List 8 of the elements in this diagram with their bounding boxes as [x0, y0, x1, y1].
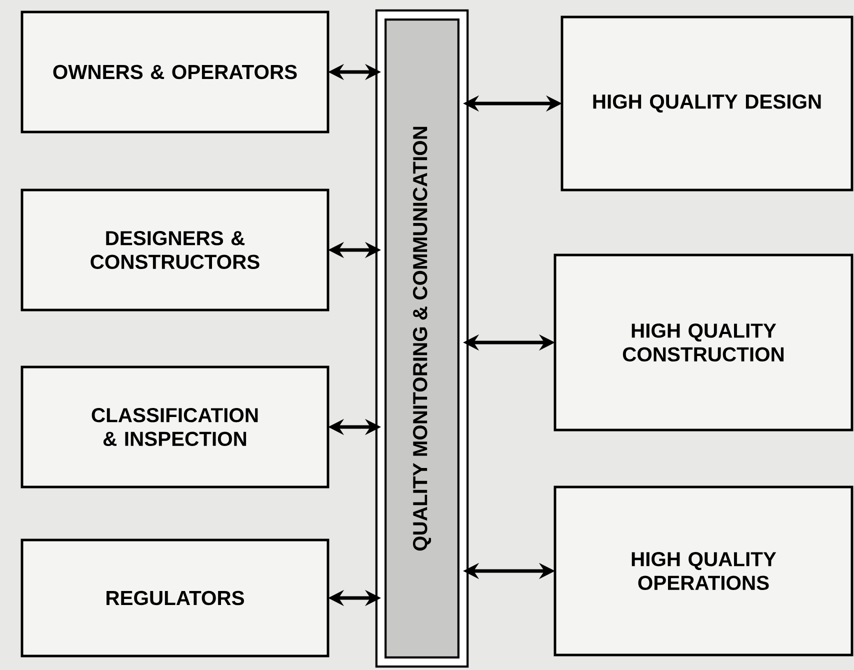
process-box: HIGH QUALITY OPERATIONS: [554, 486, 854, 656]
process-box: HIGH QUALITY DESIGN: [560, 16, 854, 192]
process-box: OWNERS & OPERATORS: [20, 10, 330, 134]
process-box: CLASSIFICATION & INSPECTION: [20, 366, 330, 488]
process-box: HIGH QUALITY CONSTRUCTION: [554, 254, 854, 432]
vertical-band: QUALITY MONITORING & COMMUNICATION: [375, 9, 469, 668]
process-box: DESIGNERS & CONSTRUCTORS: [20, 188, 330, 312]
process-box: REGULATORS: [20, 538, 330, 658]
